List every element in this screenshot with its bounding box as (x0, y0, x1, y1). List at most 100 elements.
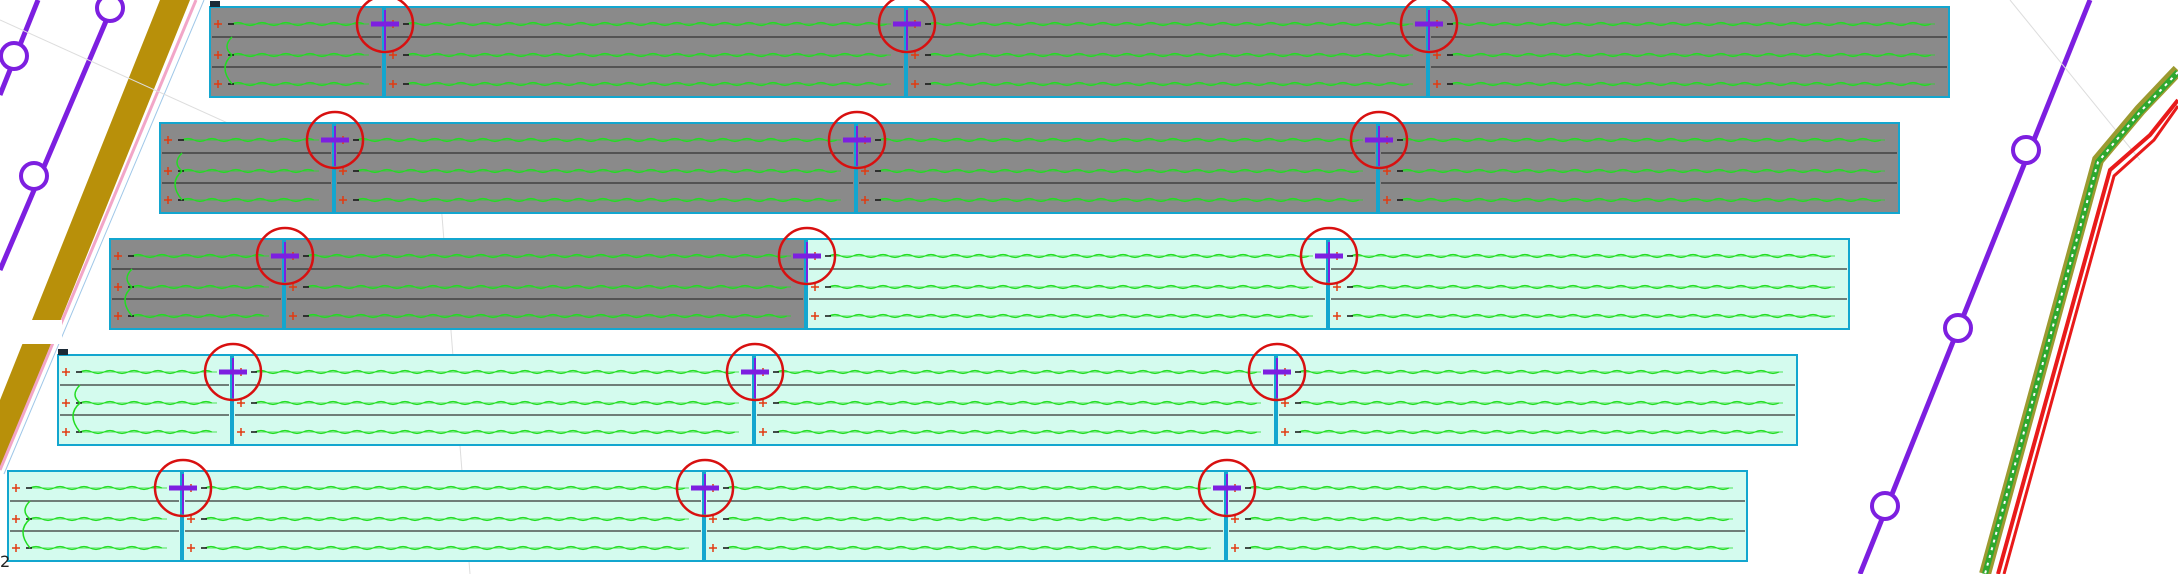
plus-marker-icon (1433, 80, 1441, 88)
green-track (79, 369, 213, 375)
loop-track (224, 54, 233, 85)
plus-marker-icon (811, 312, 819, 320)
plus-marker-icon (62, 368, 70, 376)
plus-marker-icon (62, 399, 70, 407)
plus-marker-icon (1333, 312, 1341, 320)
red-track-right-b (2002, 105, 2178, 574)
loop-track (174, 170, 183, 201)
corner-number: 2 (0, 552, 11, 571)
station-ring-icon (1870, 491, 1900, 521)
plus-marker-icon (62, 428, 70, 436)
green-track-right (1982, 69, 2178, 574)
plus-marker-icon (1383, 196, 1391, 204)
red-circle-junction-icon (255, 226, 315, 286)
green-track (181, 137, 315, 143)
plus-marker-icon (12, 484, 20, 492)
plus-marker-icon (214, 20, 222, 28)
track-block (384, 6, 906, 98)
loop-track (24, 500, 31, 520)
plus-marker-icon (289, 312, 297, 320)
loop-track (22, 518, 31, 549)
track-block (1428, 6, 1950, 98)
plus-marker-icon (12, 544, 20, 552)
green-track (131, 284, 265, 290)
plus-marker-icon (237, 399, 245, 407)
plus-marker-icon (1333, 283, 1341, 291)
plus-marker-icon (1281, 428, 1289, 436)
plus-marker-icon (811, 283, 819, 291)
plus-marker-icon (911, 51, 919, 59)
red-circle-junction-icon (1197, 458, 1257, 518)
plus-marker-icon (289, 283, 297, 291)
plus-marker-icon (389, 80, 397, 88)
track-block (1328, 238, 1850, 330)
red-circle-junction-icon (355, 0, 415, 54)
purple-line-right (1857, 0, 2093, 574)
red-circle-junction-icon (203, 342, 263, 402)
plus-marker-icon (1383, 167, 1391, 175)
green-track (29, 516, 163, 522)
red-circle-junction-icon (1349, 110, 1409, 170)
row-tag (58, 349, 68, 355)
track-block (182, 470, 704, 562)
track-block (232, 354, 754, 446)
track-block (704, 470, 1226, 562)
loop-track (176, 152, 183, 172)
plus-marker-icon (12, 515, 20, 523)
red-circle-junction-icon (725, 342, 785, 402)
track-block (1226, 470, 1748, 562)
red-circle-junction-icon (827, 110, 887, 170)
loop-track (126, 268, 133, 288)
station-ring-icon (1943, 313, 1973, 343)
plus-marker-icon (1231, 544, 1239, 552)
plus-marker-icon (861, 196, 869, 204)
track-block (906, 6, 1428, 98)
red-circle-junction-icon (675, 458, 735, 518)
green-track (181, 168, 315, 174)
track-row (57, 354, 1798, 446)
track-block (754, 354, 1276, 446)
plus-marker-icon (164, 196, 172, 204)
green-track (181, 197, 315, 203)
station-ring-icon (19, 161, 49, 191)
red-circle-junction-icon (1247, 342, 1307, 402)
green-track (29, 485, 163, 491)
overlay-layer (58, 0, 1459, 518)
plus-marker-icon (114, 283, 122, 291)
green-track (131, 313, 265, 319)
green-track (231, 21, 365, 27)
red-circle-junction-icon (1299, 226, 1359, 286)
plus-marker-icon (709, 515, 717, 523)
green-track (29, 545, 163, 551)
green-track (79, 400, 213, 406)
plus-marker-icon (1281, 399, 1289, 407)
plus-marker-icon (114, 312, 122, 320)
track-block (284, 238, 806, 330)
plus-marker-icon (214, 51, 222, 59)
red-circle-junction-icon (777, 226, 837, 286)
track-row (109, 238, 1850, 330)
plus-marker-icon (114, 252, 122, 260)
plus-marker-icon (759, 428, 767, 436)
green-track (79, 429, 213, 435)
plus-marker-icon (389, 51, 397, 59)
track-row (7, 470, 1748, 562)
red-circle-junction-icon (1399, 0, 1459, 54)
plus-marker-icon (237, 428, 245, 436)
plus-marker-icon (709, 544, 717, 552)
station-ring-icon (0, 41, 29, 71)
red-circle-junction-icon (305, 110, 365, 170)
red-circle-junction-icon (153, 458, 213, 518)
white-notch (22, 320, 62, 344)
rows-layer (7, 6, 1950, 562)
plus-marker-icon (187, 544, 195, 552)
plus-marker-icon (339, 196, 347, 204)
track-row (159, 122, 1900, 214)
row-tag (210, 1, 220, 7)
track-block (334, 122, 856, 214)
plus-marker-icon (1231, 515, 1239, 523)
track-row (209, 6, 1950, 98)
red-circle-junction-icon (877, 0, 937, 54)
